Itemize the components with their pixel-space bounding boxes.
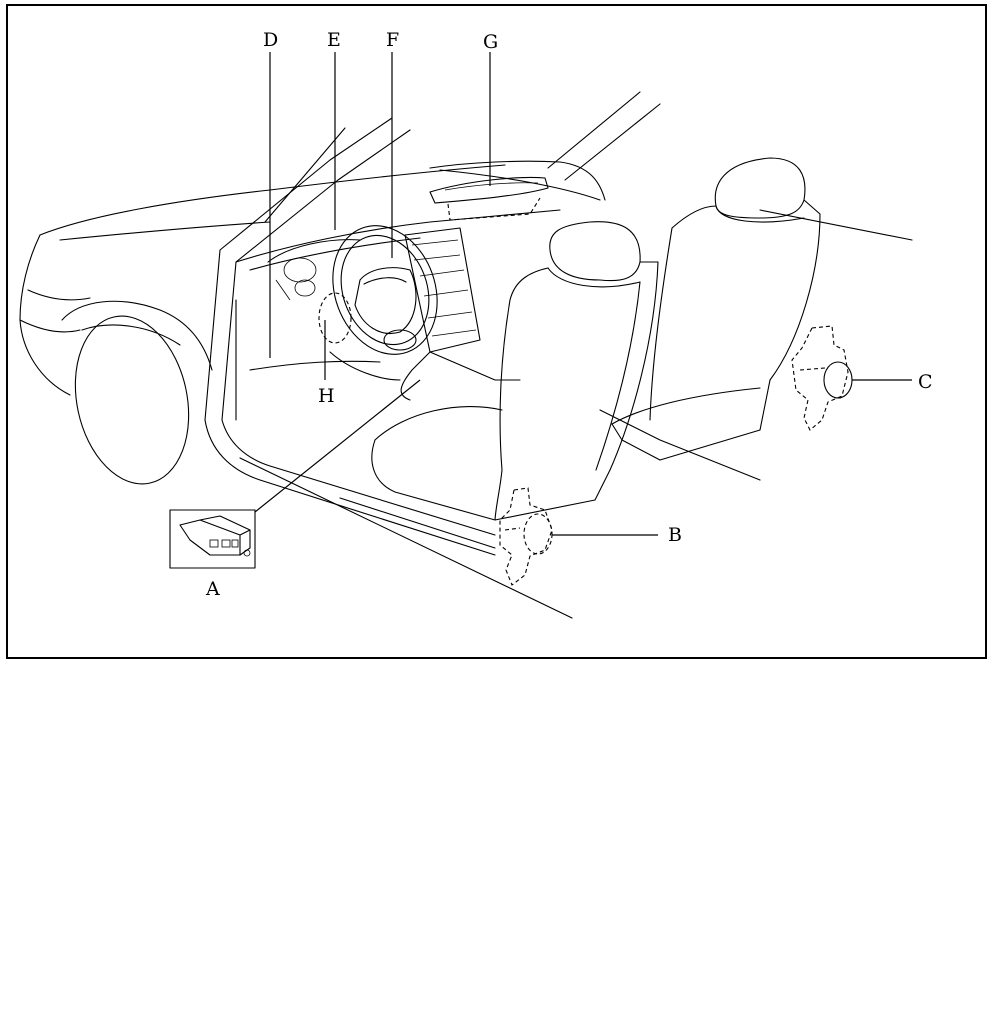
dashboard bbox=[235, 160, 606, 421]
label-b: B bbox=[668, 524, 682, 546]
car-body bbox=[19, 91, 913, 619]
leader-lines bbox=[254, 52, 912, 536]
label-e: E bbox=[327, 29, 341, 51]
label-f: F bbox=[386, 29, 399, 51]
label-d: D bbox=[263, 29, 278, 51]
component-c bbox=[791, 325, 853, 431]
steering-wheel bbox=[318, 225, 438, 355]
callout-labels: D E F G H A B C bbox=[205, 29, 933, 600]
leader-a bbox=[254, 379, 421, 513]
label-h: H bbox=[318, 385, 335, 407]
component-a-inset bbox=[169, 509, 256, 569]
label-g: G bbox=[483, 31, 498, 53]
passenger-seat bbox=[611, 157, 821, 461]
driver-seat bbox=[371, 221, 659, 521]
passenger-airbag bbox=[429, 176, 549, 221]
label-c: C bbox=[918, 371, 933, 393]
label-a: A bbox=[205, 578, 220, 600]
component-b bbox=[499, 487, 553, 586]
